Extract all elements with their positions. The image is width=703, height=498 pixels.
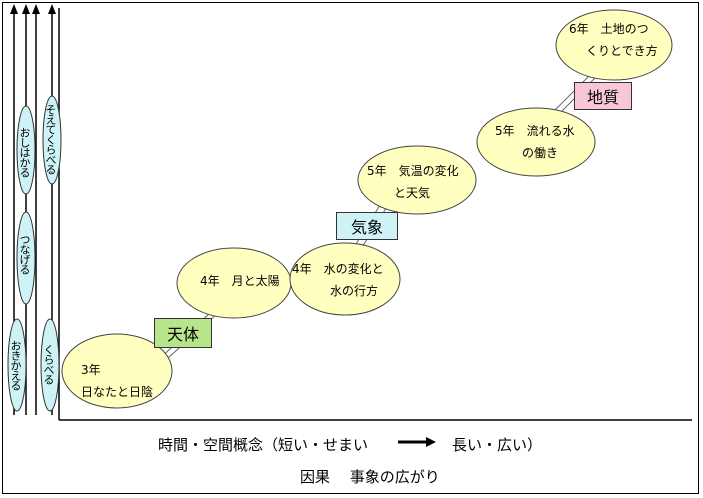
unit-label-6: 6年 土地のつ くりとでき方 (569, 18, 658, 62)
bar-label-oshihakaru: おしはかる (18, 127, 31, 177)
unit-label-3: 4年 水の変化と 水の行方 (292, 258, 384, 302)
unit-6-line1: 6年 土地のつ (569, 22, 649, 36)
unit-label-4: 5年 気温の変化 と天気 (367, 160, 459, 204)
x-label-arrow (398, 437, 436, 447)
x-axis-label: 時間・空間概念（短い・せまい (158, 436, 369, 454)
unit-5-line2: の働き (522, 146, 559, 160)
unit-4-line2: と天気 (394, 186, 431, 200)
unit-5-line1: 5年 流れる水 (495, 124, 575, 138)
caption: 因果 事象の広がり (300, 468, 440, 486)
bar-label-soete: そえてくらべる (44, 104, 57, 174)
unit-1-line1: 3年 (81, 363, 101, 377)
unit-ellipse-3 (289, 242, 401, 316)
x-axis-label-end: 長い・広い） (452, 436, 543, 454)
arrow-3 (32, 4, 40, 415)
tag-tentai: 天体 (154, 318, 212, 348)
unit-1-line2: 日なたと日陰 (81, 385, 154, 399)
unit-2-line1: 4年 月と太陽 (200, 274, 280, 288)
unit-ellipse-6 (555, 9, 673, 81)
unit-6-line2: くりとでき方 (586, 44, 658, 58)
tag-kishou: 気象 (336, 212, 398, 240)
unit-label-2: 4年 月と太陽 (200, 270, 280, 292)
bar-label-tsunageru: つなげる (18, 234, 31, 274)
unit-ellipse-4 (357, 145, 477, 215)
unit-label-1: 3年 日なたと日陰 (81, 359, 153, 403)
tag-chishitsu: 地質 (574, 82, 632, 110)
unit-ellipse-1 (61, 333, 173, 409)
unit-label-5: 5年 流れる水 の働き (495, 120, 575, 164)
bar-ellipse-kuraberu (40, 318, 60, 412)
bar-ellipse-okikaeru (7, 318, 27, 412)
bar-ellipse-soete (42, 95, 62, 185)
unit-4-line1: 5年 気温の変化 (367, 164, 459, 178)
unit-3-line1: 4年 水の変化と (292, 262, 384, 276)
unit-ellipse-5 (476, 107, 596, 177)
diagram-frame (2, 2, 699, 494)
bar-label-okikaeru: おきかえる (9, 340, 22, 390)
bar-ellipse-oshihakaru (16, 105, 36, 195)
unit-3-line2: 水の行方 (330, 284, 379, 298)
bar-ellipse-tsunageru (16, 211, 36, 305)
bar-label-kuraberu: くらべる (42, 344, 55, 384)
